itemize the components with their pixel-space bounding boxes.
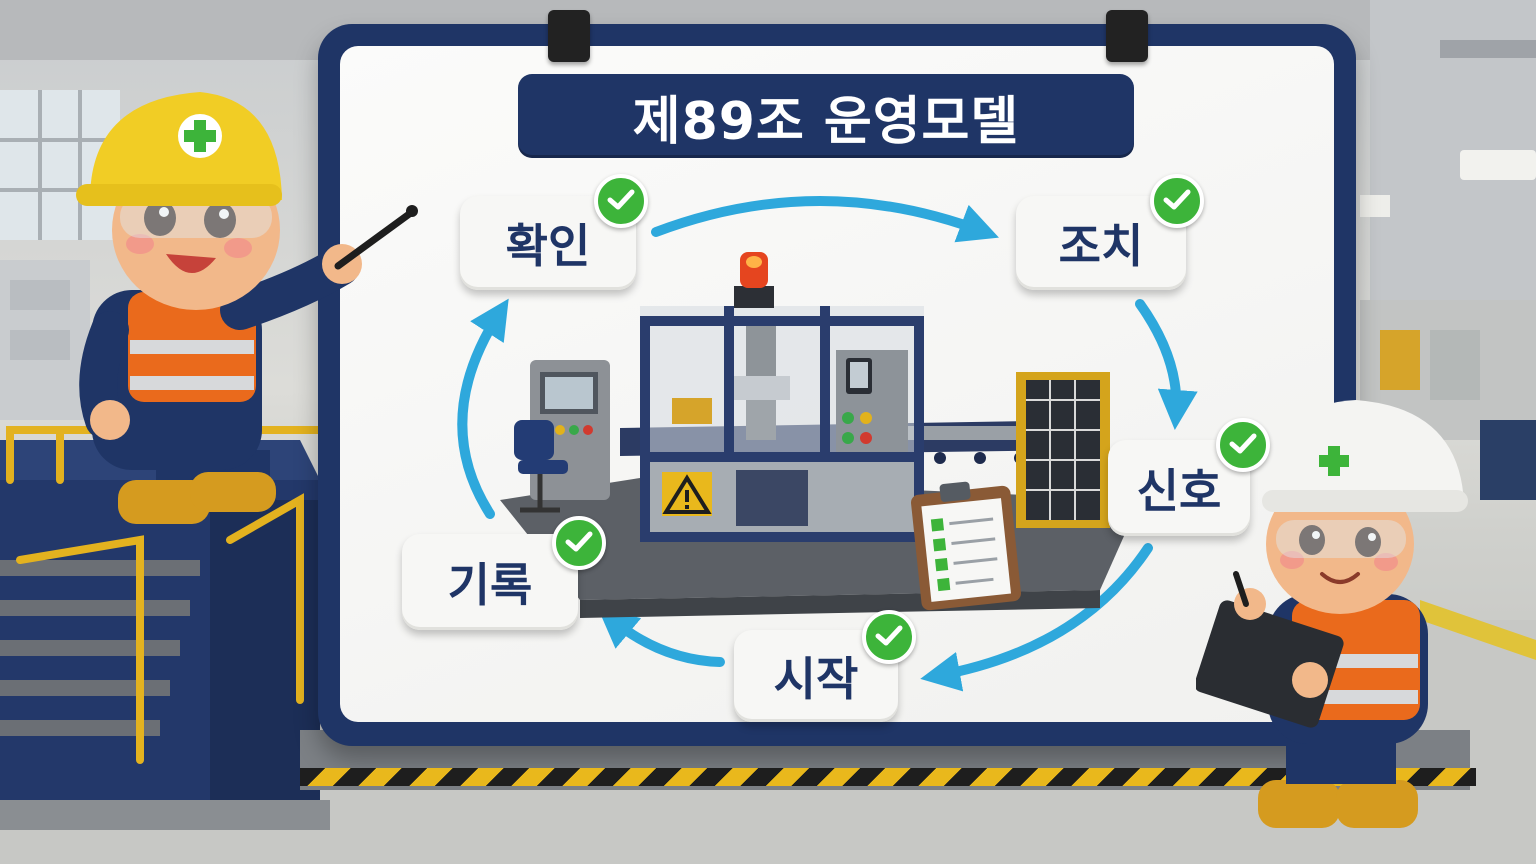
- arrow-check-to-action: [651, 196, 999, 243]
- press-machine-illustration: [500, 252, 1140, 618]
- hard-hat-icon: [1262, 400, 1468, 512]
- check-icon: [552, 516, 606, 570]
- warning-icon: [662, 472, 712, 516]
- board-clip-left: [548, 10, 590, 62]
- board-title: 제89조 운영모델: [632, 91, 1020, 152]
- worker-inspector: [1196, 400, 1468, 828]
- board-title-bar: 제89조 운영모델: [518, 74, 1134, 158]
- arrow-signal-to-start: [920, 543, 1153, 692]
- clipboard-icon: [911, 481, 1021, 611]
- hazard-floor-strip: [300, 768, 1476, 786]
- arrow-start-to-record: [597, 607, 725, 667]
- board-clip-right: [1106, 10, 1148, 62]
- worker-presenter: [76, 92, 418, 524]
- cycle-arrows: [457, 196, 1198, 692]
- check-icon: [1216, 418, 1270, 472]
- check-icon: [594, 174, 648, 228]
- pointer-stick-icon: [334, 205, 418, 270]
- check-icon: [862, 610, 916, 664]
- check-icon: [1150, 174, 1204, 228]
- beacon-light-icon: [734, 252, 774, 308]
- hard-hat-icon: [76, 92, 282, 206]
- cycle-node-signal: 신호: [1108, 440, 1250, 536]
- arrow-action-to-signal: [1135, 299, 1198, 430]
- arrow-record-to-check: [457, 298, 509, 519]
- cycle-node-record: 기록: [402, 534, 578, 630]
